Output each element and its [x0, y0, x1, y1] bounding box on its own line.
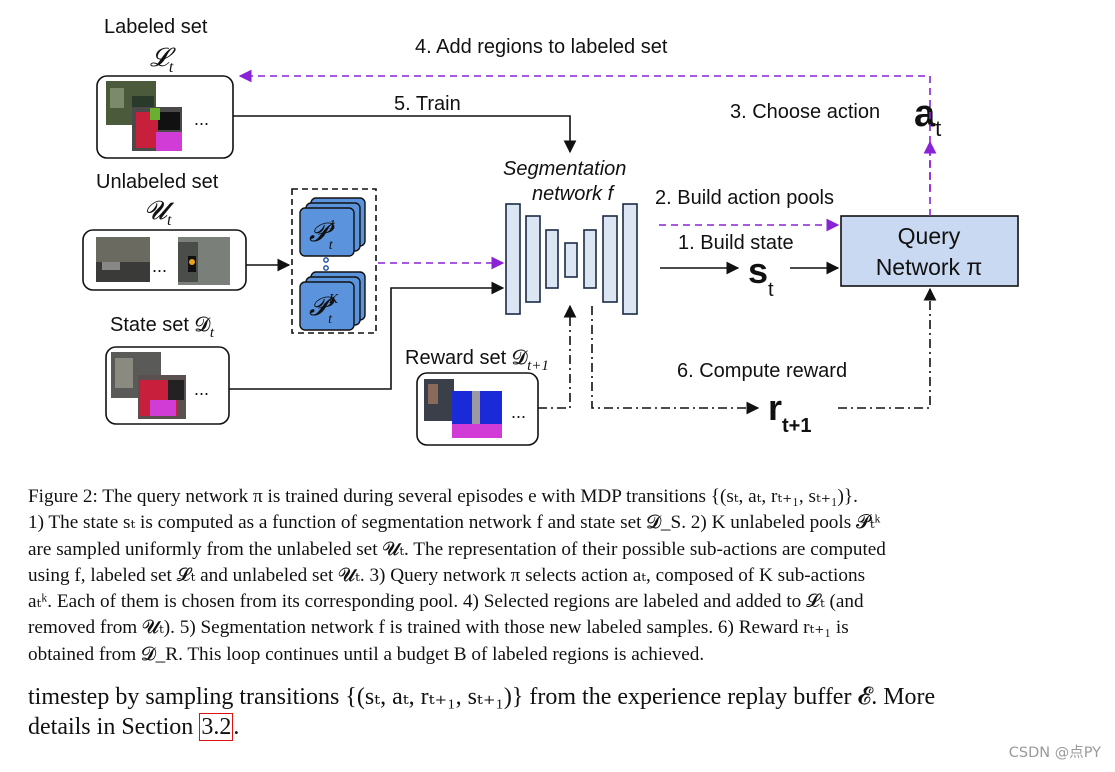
step-1-label: 1. Build state	[678, 232, 794, 254]
caption-line: removed from 𝓤ₜ). 5) Segmentation networ…	[28, 617, 849, 639]
body-paragraph: timestep by sampling transitions {(sₜ, a…	[28, 683, 1090, 742]
query-network-label-2: Network π	[876, 254, 983, 280]
body-text-suffix: .	[233, 713, 240, 740]
arrow-reward-to-network	[538, 304, 577, 409]
pool-bottom-stack	[299, 271, 366, 331]
caption-line: are sampled uniformly from the unlabeled…	[28, 538, 886, 560]
query-network-box	[840, 215, 1019, 287]
arrow-state-to-network	[229, 281, 505, 390]
state-set-ellipsis: ...	[194, 379, 209, 399]
caption-line: using f, labeled set 𝓛ₜ and unlabeled se…	[28, 564, 866, 586]
step-4-label: 4. Add regions to labeled set	[415, 36, 668, 58]
seg-network-label-2: network f	[532, 183, 616, 205]
state-set-thumbnails	[111, 352, 186, 419]
reward-set-label: Reward set 𝓓t+1	[405, 347, 549, 374]
caption-line: 1) The state sₜ is computed as a functio…	[28, 512, 881, 534]
labeled-set-thumbnails	[106, 81, 182, 151]
action-pools-frame	[291, 188, 377, 334]
seg-network-label-1: Segmentation	[503, 158, 626, 180]
arrow-reward-to-query	[838, 287, 937, 409]
step-5-label: 5. Train	[394, 93, 461, 115]
caption-line: Figure 2: The query network π is trained…	[28, 486, 858, 507]
figure-caption: Figure 2: The query network π is trained…	[28, 484, 1090, 668]
labeled-set-label: Labeled set	[104, 16, 208, 38]
step-2-label: 2. Build action pools	[655, 187, 834, 209]
arrow-network-to-reward	[591, 306, 760, 415]
caption-line: aₜᵏ. Each of them is chosen from its cor…	[28, 591, 864, 613]
labeled-set-symbol: 𝓛t	[150, 43, 176, 76]
action-symbol: at	[914, 93, 941, 141]
segmentation-network	[505, 203, 638, 315]
reward-set-ellipsis: ...	[511, 402, 526, 422]
body-line: timestep by sampling transitions {(sₜ, a…	[28, 684, 936, 710]
reward-set-thumbnails	[424, 379, 502, 438]
unlabeled-set-label: Unlabeled set	[96, 171, 219, 193]
query-network-label-1: Query	[898, 223, 961, 249]
arrow-train	[233, 115, 577, 154]
body-text-prefix: details in Section	[28, 713, 200, 740]
section-reference-link[interactable]: 3.2	[199, 712, 234, 741]
reward-symbol: rt+1	[768, 387, 811, 437]
unlabeled-set-thumbnails	[96, 237, 230, 285]
state-set-label: State set 𝓓t	[110, 314, 215, 341]
unlabeled-set-symbol: 𝓤t	[144, 196, 175, 229]
unlabeled-set-ellipsis: ...	[152, 256, 167, 276]
pipeline-figure: Labeled set 𝓛t ... Unlabeled set 𝓤t ... …	[82, 16, 1019, 446]
caption-line: obtained from 𝓓_R. This loop continues u…	[28, 643, 705, 665]
pool-top-stack	[299, 197, 366, 257]
body-line-2: details in Section 3.2.	[28, 712, 1090, 743]
step-6-label: 6. Compute reward	[677, 360, 847, 382]
watermark: CSDN @点PY	[1008, 745, 1101, 761]
labeled-set-ellipsis: ...	[194, 109, 209, 129]
step-3-label: 3. Choose action	[730, 101, 880, 123]
state-symbol: st	[748, 250, 774, 301]
